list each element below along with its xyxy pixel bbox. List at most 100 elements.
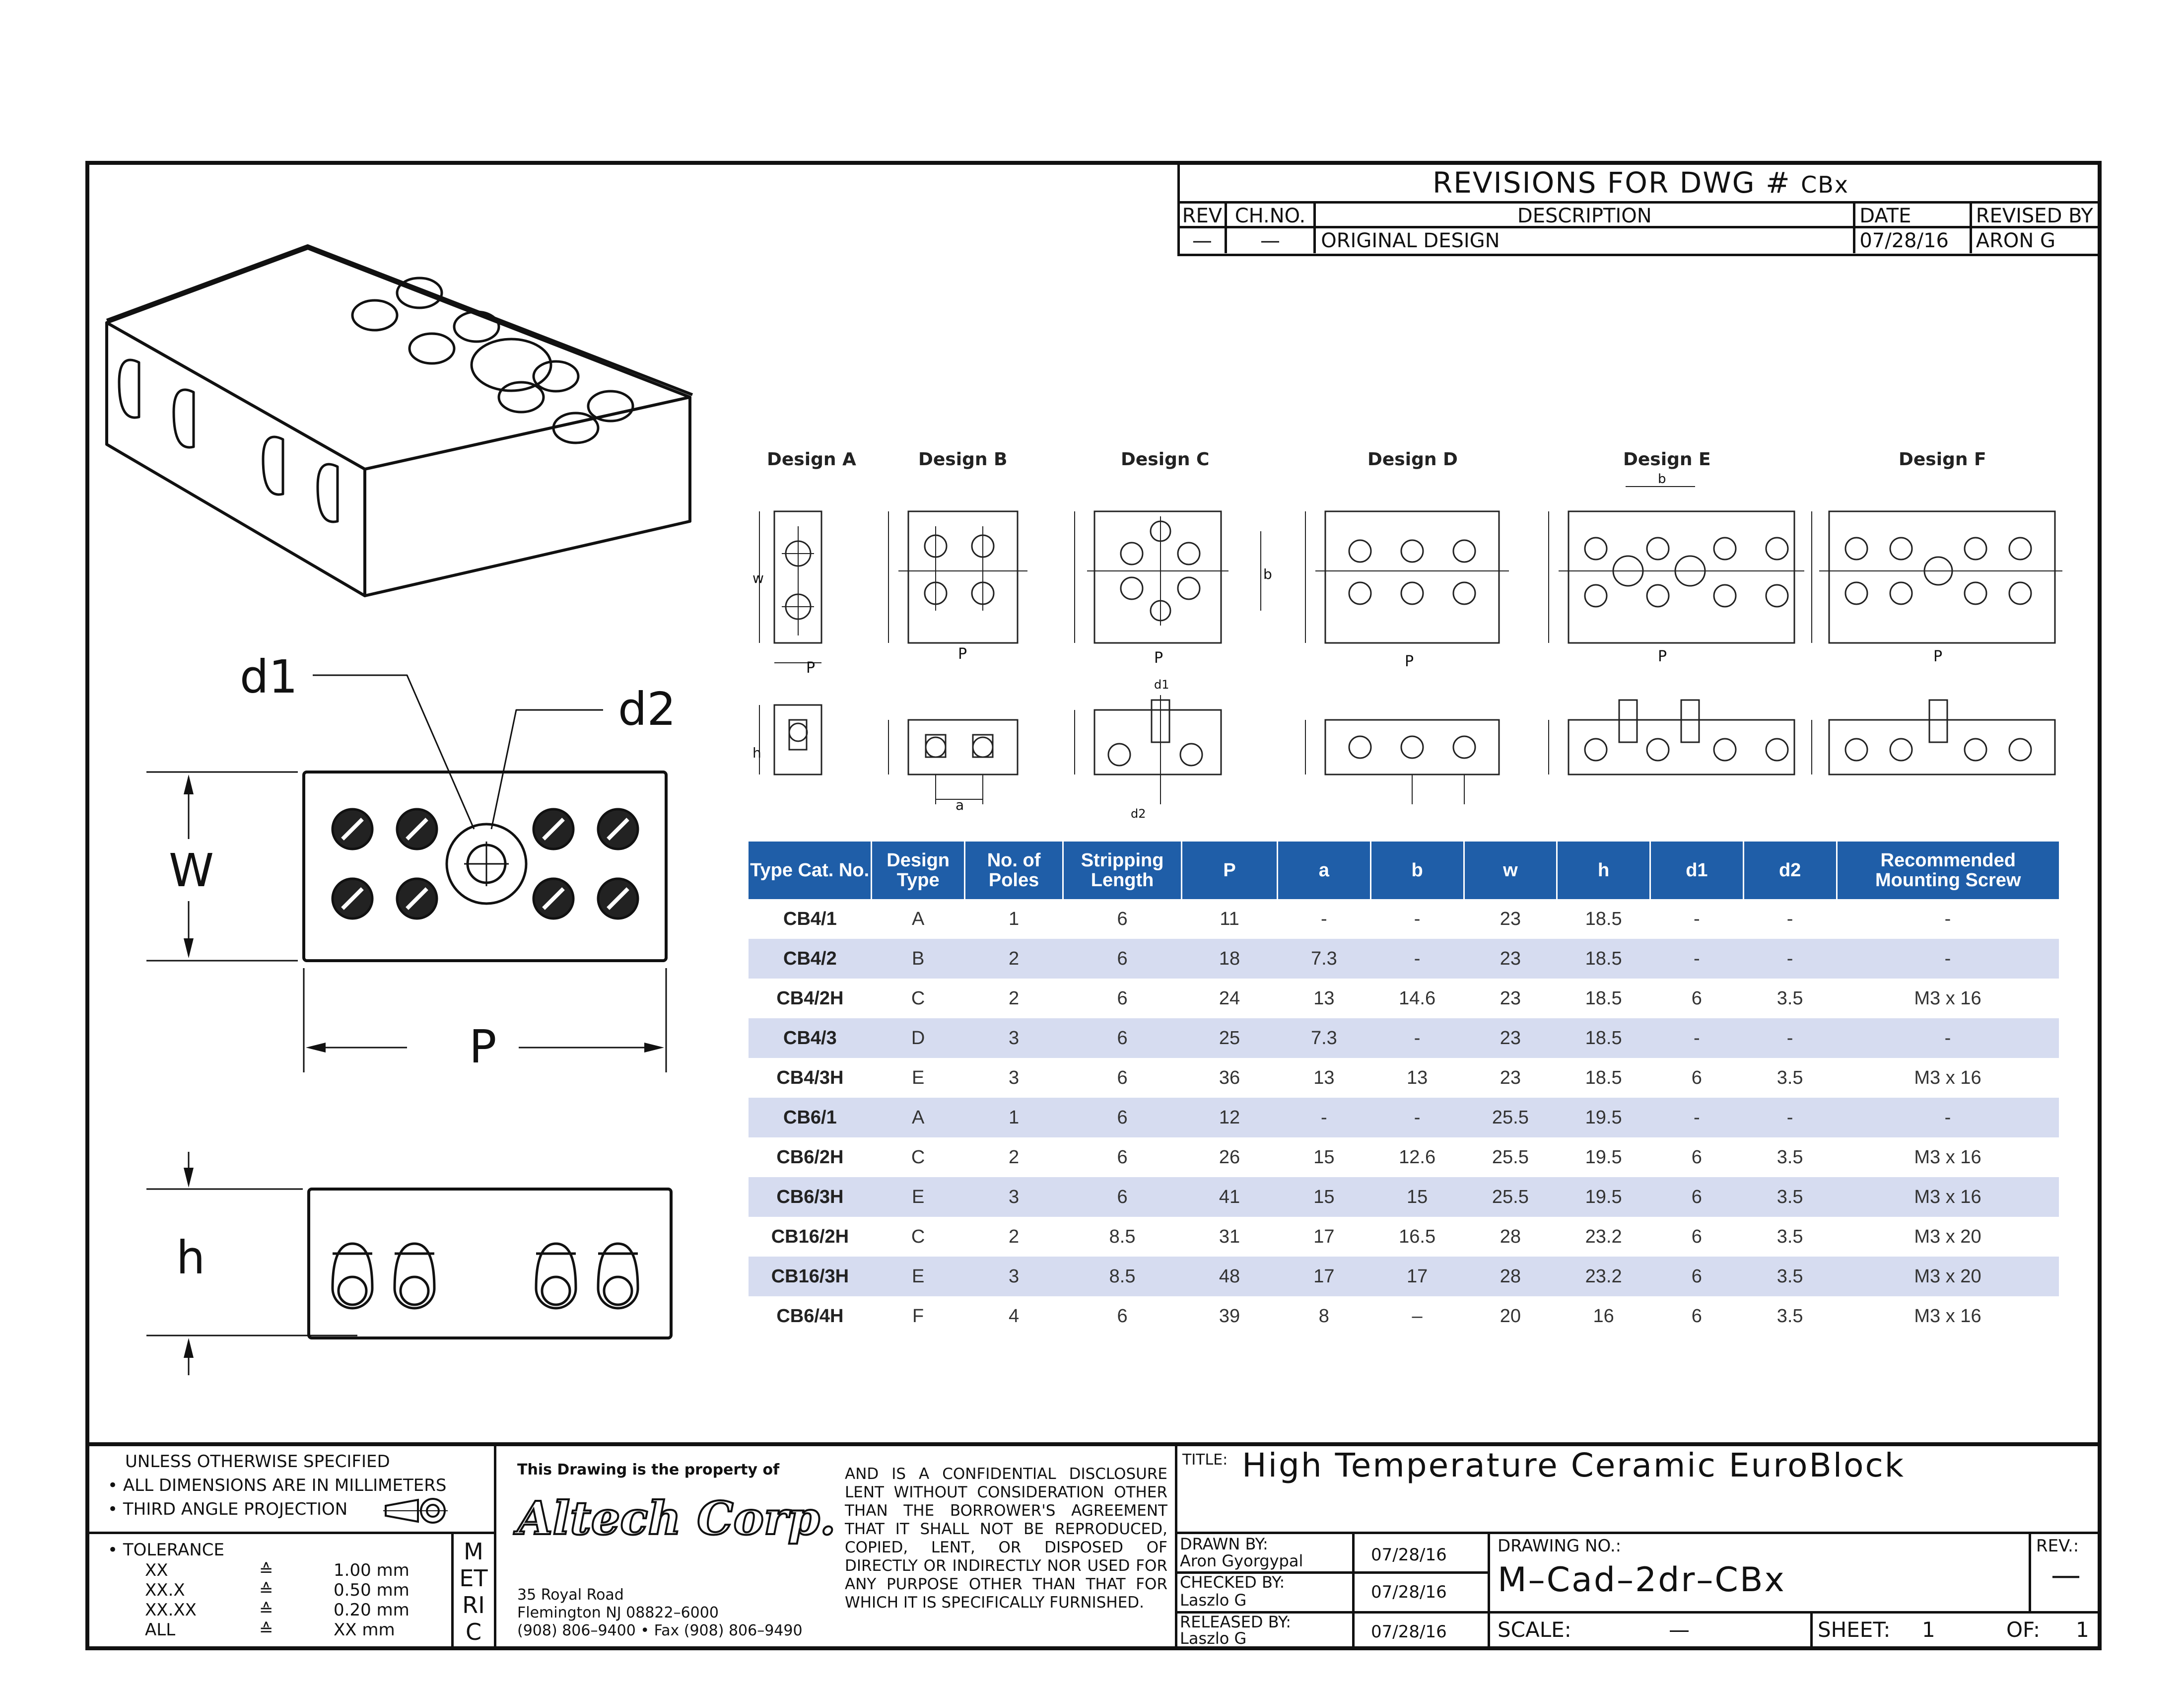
chno-header: CH.NO. (1227, 204, 1316, 226)
tolerance-cell: XX mm (334, 1620, 395, 1640)
front-view (146, 1152, 673, 1375)
drawing-no-label: DRAWING NO.: (1498, 1536, 1622, 1556)
design-f-drawing (1811, 510, 2062, 775)
design-a-p-dim: P (806, 659, 816, 677)
released-date: 07/28/16 (1371, 1622, 1447, 1642)
table-cell: 6 (1691, 987, 1702, 1009)
table-cell: 23 (1500, 908, 1521, 929)
table-cell: 3 (964, 1257, 1063, 1296)
table-cell: CB6/3H (749, 1177, 872, 1217)
table-cell: M3 x 16 (1914, 1067, 1981, 1088)
table-cell: - (1321, 908, 1327, 929)
table-cell: 25.5 (1492, 1146, 1529, 1168)
table-cell: - (1370, 939, 1464, 979)
table-cell: 23 (1464, 939, 1557, 979)
tolerance-cell: ≙ (259, 1580, 273, 1600)
table-cell: 18.5 (1585, 987, 1622, 1009)
design-b-label: Design B (918, 449, 1008, 470)
revised-by-header: REVISED BY (1976, 205, 2093, 226)
table-cell: C (911, 987, 925, 1009)
header-p: P (1181, 842, 1278, 899)
design-b-p-dim: P (958, 645, 967, 663)
design-c-p-dim: P (1154, 649, 1163, 667)
header-a: a (1277, 842, 1371, 899)
notes-unless: UNLESS OTHERWISE SPECIFIED (125, 1452, 390, 1472)
table-cell: M3 x 16 (1837, 1177, 2059, 1217)
header-type-cat-no: Type Cat. No. (749, 842, 873, 899)
table-cell: CB16/3H (749, 1257, 872, 1296)
table-cell: 18.5 (1585, 908, 1622, 929)
table-cell: 3 (964, 1177, 1063, 1217)
checked-by-label: CHECKED BY: (1180, 1573, 1285, 1592)
table-cell: 6 (1691, 1226, 1702, 1247)
tolerance-row: XX.XX≙0.20 mm (125, 1600, 443, 1620)
table-cell: 26 (1219, 1146, 1240, 1168)
table-cell: M3 x 16 (1914, 1305, 1981, 1327)
sheet-label: SHEET: (1818, 1618, 1891, 1642)
design-e-label: Design E (1623, 449, 1711, 470)
table-cell: 6 (1063, 1018, 1182, 1058)
table-cell: 6 (1650, 1257, 1744, 1296)
top-view (146, 674, 668, 1072)
table-cell: 3.5 (1776, 1305, 1803, 1327)
revisions-title: REVISIONS FOR DWG # CBx (1180, 162, 2102, 204)
scale-value: — (1669, 1618, 1690, 1642)
table-cell: 39 (1219, 1305, 1240, 1327)
drawn-date: 07/28/16 (1371, 1545, 1447, 1565)
table-cell: 4 (1008, 1305, 1020, 1327)
title-label: TITLE: (1182, 1451, 1228, 1469)
table-cell: CB4/1 (783, 908, 837, 929)
metric-label: METRIC (459, 1538, 488, 1645)
tolerance-cell: 0.20 mm (334, 1600, 410, 1620)
company-address-1: 35 Royal Road (517, 1586, 624, 1604)
tolerance-cell: XX (145, 1560, 168, 1580)
tolerance-label: • TOLERANCE (108, 1540, 224, 1560)
table-cell: – (1412, 1305, 1423, 1327)
table-cell: 3.5 (1743, 1177, 1837, 1217)
table-cell: 2 (1008, 1226, 1020, 1247)
table-cell: 11 (1220, 908, 1239, 929)
table-cell: 6 (1117, 1305, 1128, 1327)
table-cell: 3.5 (1743, 1257, 1837, 1296)
design-d-label: Design D (1367, 449, 1458, 470)
design-e-p-dim: P (1658, 648, 1667, 665)
table-cell: B (871, 939, 965, 979)
notes-projection: • THIRD ANGLE PROJECTION (108, 1499, 348, 1519)
released-by-label: RELEASED BY: (1180, 1613, 1292, 1631)
table-cell: - (1837, 939, 2059, 979)
table-cell: CB4/2 (749, 939, 872, 979)
table-cell: 6 (1117, 1067, 1128, 1088)
table-cell: - (1650, 1098, 1744, 1137)
design-f-label: Design F (1899, 449, 1986, 470)
header-mounting-screw: Recommended Mounting Screw (1837, 842, 2059, 899)
table-cell: 18.5 (1557, 939, 1650, 979)
design-e-drawing (1548, 486, 1804, 775)
table-cell: 16.5 (1399, 1226, 1436, 1247)
table-cell: A (871, 1098, 965, 1137)
notes-dimensions: • ALL DIMENSIONS ARE IN MILLIMETERS (108, 1476, 447, 1495)
table-cell: 41 (1181, 1177, 1278, 1217)
table-cell: E (871, 1177, 965, 1217)
table-cell: 8 (1318, 1305, 1329, 1327)
header-w: w (1464, 842, 1558, 899)
table-cell: 12.6 (1399, 1146, 1436, 1168)
tolerance-row: XX≙1.00 mm (125, 1560, 443, 1580)
date-value: 07/28/16 (1855, 228, 1972, 253)
table-cell: F (912, 1305, 924, 1327)
design-a-drawing (759, 510, 822, 775)
company-logo: Altech Corp. (516, 1491, 837, 1545)
table-cell: 25.5 (1464, 1098, 1557, 1137)
table-cell: 3.5 (1776, 1146, 1803, 1168)
table-cell: 23.2 (1557, 1257, 1650, 1296)
checked-by-name: Laszlo G (1180, 1591, 1247, 1610)
table-cell: 6 (1691, 1067, 1702, 1088)
tolerance-row: XX.X≙0.50 mm (125, 1580, 443, 1600)
table-cell: - (1650, 939, 1744, 979)
design-b-a-dim: a (956, 797, 964, 813)
table-cell: - (1743, 1018, 1837, 1058)
table-cell: E (871, 1257, 965, 1296)
